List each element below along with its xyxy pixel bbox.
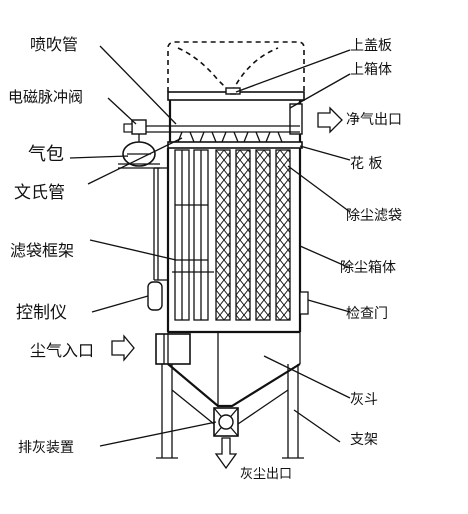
bag-cage [172,149,214,321]
label-upper-cover: 上盖板 [350,38,392,54]
label-tube-sheet: 花 板 [350,156,382,172]
label-air-bag: 气包 [28,144,64,165]
support-legs [156,364,304,459]
inspection-door [299,291,309,315]
label-upper-box: 上箱体 [350,62,392,78]
filter-bags [215,149,291,321]
leader-lines [69,45,351,447]
label-inspection-door: 检查门 [346,306,388,322]
dust-outlet-arrow [214,437,238,470]
pulse-pipe [142,125,300,133]
label-pulse-pipe: 喷吹管 [30,35,78,54]
label-dust-box: 除尘箱体 [340,260,396,276]
controller [147,281,163,311]
label-dust-outlet: 灰尘出口 [240,467,292,482]
ash-discharge-valve [213,407,239,437]
venturi-nozzles [177,131,283,143]
dust-inlet [111,333,191,365]
ash-hopper [167,332,301,408]
upper-cover [167,87,305,101]
clean-outlet-arrow [317,106,343,134]
air-bag [118,141,160,169]
label-ash-hopper: 灰斗 [350,392,378,408]
label-bag-cage: 滤袋框架 [10,241,74,260]
label-support: 支架 [350,432,378,448]
label-solenoid-valve: 电磁脉冲阀 [8,88,83,106]
label-filter-bag: 除尘滤袋 [346,208,402,224]
label-ash-discharge: 排灰装置 [18,440,74,456]
lifting-cover-dashed [167,41,305,93]
label-venturi: 文氏管 [14,183,65,203]
tube-sheet [167,141,303,149]
label-controller: 控制仪 [16,303,67,323]
label-clean-outlet: 净气出口 [346,112,402,128]
label-dust-inlet: 尘气入口 [30,341,94,360]
